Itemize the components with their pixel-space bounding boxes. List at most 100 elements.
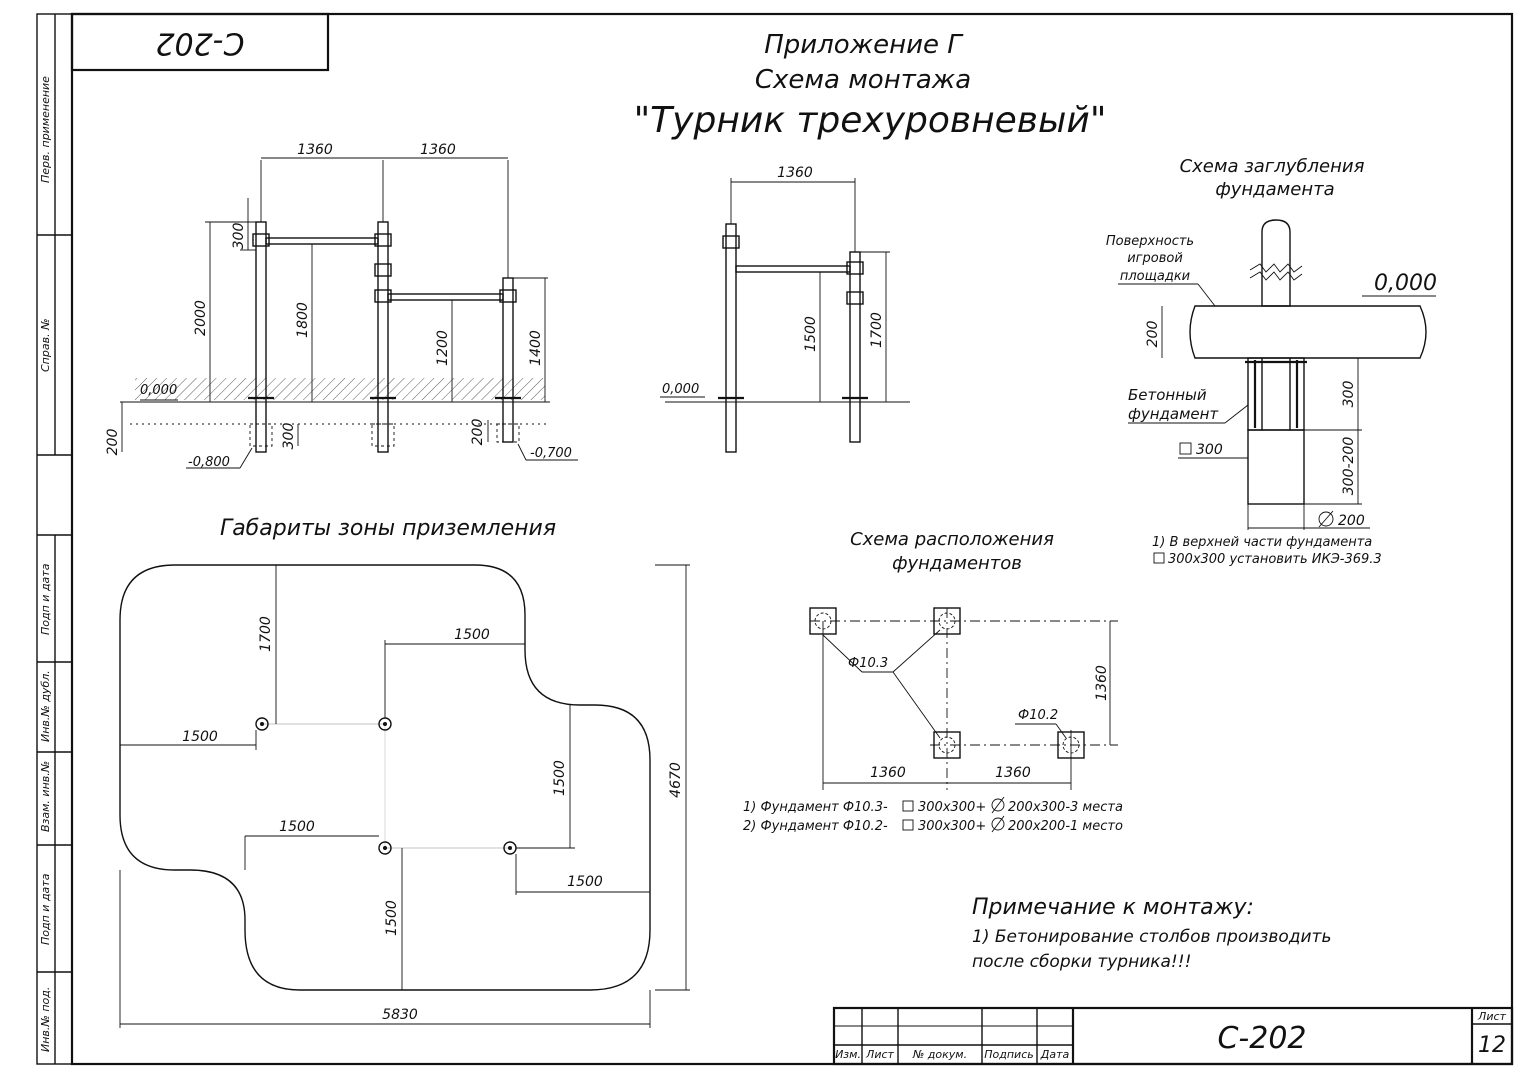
front-dim-1200: 1200 (435, 330, 451, 366)
assembly-note: Примечание к монтажу: 1) Бетонирование с… (972, 895, 1331, 972)
doc-code-rotated: С-202 (155, 26, 244, 61)
landing-dim-1500-top: 1500 (454, 627, 490, 643)
tb-h-dokum: № докум. (912, 1048, 967, 1061)
front-level-zero: 0,000 (140, 383, 177, 398)
assembly-note-line2: после сборки турника!!! (972, 952, 1191, 972)
layout-note1-c: 200х300-3 места (1008, 800, 1123, 815)
side-dim-1700: 1700 (869, 312, 885, 348)
title-block: Изм. Лист № докум. Подпись Дата С-202 Ли… (832, 1006, 1514, 1066)
depth-surface-slab (1189, 305, 1427, 359)
layout-label-f102: Ф10.2 (1018, 708, 1058, 723)
stamp-podp-data-1: Подп и дата (39, 563, 52, 635)
layout-note1-b: 300х300+ (918, 800, 986, 815)
landing-dim-1500-bottom-right: 1500 (567, 874, 603, 890)
foundation-f102 (1057, 731, 1085, 759)
depth-surface-l3: площадки (1120, 269, 1190, 284)
landing-dim-1700: 1700 (258, 616, 274, 652)
depth-surface-l1: Поверхность (1106, 234, 1194, 249)
tb-h-izm: Изм. (835, 1048, 861, 1061)
tb-code: С-202 (1217, 1021, 1306, 1056)
assembly-note-line1: 1) Бетонирование столбов производить (972, 927, 1331, 947)
layout-note2-c: 200х200-1 место (1008, 819, 1123, 834)
depth-concrete-bottom (1247, 429, 1305, 505)
title-line3: "Турник трехуровневый" (634, 100, 1107, 141)
layout-dim-1360-h1: 1360 (870, 765, 906, 781)
landing-dim-4670: 4670 (668, 762, 684, 798)
tb-sheet-no: 12 (1478, 1033, 1506, 1058)
landing-dim-1500-mid-left: 1500 (279, 819, 315, 835)
stamp-perv-primenenie: Перв. применение (39, 76, 52, 183)
front-level-minus-700: -0,700 (530, 446, 572, 461)
depth-title-l1: Схема заглубления (1180, 156, 1365, 177)
front-dim-1400: 1400 (528, 330, 544, 366)
side-bar (735, 265, 851, 273)
front-level-minus-800: -0,800 (188, 455, 230, 470)
depth-diam-200: 200 (1338, 513, 1365, 529)
stamp-vzam-inv: Взам. инв.№ (39, 761, 52, 832)
layout-note2-b: 300х300+ (918, 819, 986, 834)
assembly-note-title: Примечание к монтажу: (972, 895, 1254, 920)
front-dim-300-bottom: 300 (281, 423, 297, 450)
layout-note2-a: 2) Фундамент Ф10.2- (743, 819, 888, 834)
side-level-zero: 0,000 (662, 382, 699, 397)
landing-outline (119, 564, 651, 991)
depth-note-l2: 300х300 установить ИКЭ-369.3 (1168, 552, 1382, 567)
landing-zone: Габариты зоны приземления 1700 1500 1500… (119, 516, 690, 1028)
front-bar-low (387, 293, 504, 301)
depth-scheme: Схема заглубления фундамента Поверхность… (1106, 156, 1437, 567)
foundation-f103-1 (809, 607, 837, 635)
front-post-1 (255, 221, 267, 453)
front-ground-hatch (135, 378, 545, 400)
side-stamp: Перв. применение Справ. № Подп и дата Ин… (39, 76, 52, 1052)
sheet-frame (36, 12, 1514, 1066)
front-dim-1360-left: 1360 (297, 142, 333, 158)
depth-dim-300-200: 300-200 (1341, 437, 1357, 496)
stamp-inv-pod: Инв.№ под. (39, 987, 52, 1052)
layout-title-l2: фундаментов (892, 553, 1022, 574)
tb-sheet-label: Лист (1477, 1010, 1506, 1023)
front-bar-high (265, 237, 379, 245)
depth-dim-200: 200 (1145, 321, 1161, 348)
foundation-f103-3 (933, 731, 961, 759)
depth-concrete-top (1247, 357, 1305, 431)
front-dim-300-top: 300 (231, 223, 247, 250)
layout-dim-1360-v: 1360 (1094, 665, 1110, 701)
layout-title-l1: Схема расположения (850, 529, 1054, 550)
side-dim-1500: 1500 (803, 316, 819, 352)
landing-dim-5830: 5830 (382, 1007, 418, 1023)
front-dim-200-left: 200 (105, 429, 121, 456)
landing-dim-1500-v-bottom: 1500 (384, 900, 400, 936)
layout-label-f103: Ф10.3 (848, 656, 888, 671)
depth-level-zero: 0,000 (1374, 271, 1437, 296)
front-dim-200-right: 200 (470, 419, 486, 446)
landing-dim-1500-left: 1500 (182, 729, 218, 745)
title-block-top: Приложение Г Схема монтажа "Турник треху… (634, 30, 1107, 141)
front-dim-1800: 1800 (295, 302, 311, 338)
stamp-podp-data-2: Подп и дата (39, 873, 52, 945)
stamp-inv-dubl: Инв.№ дубл. (39, 670, 52, 742)
depth-dim-300: 300 (1341, 381, 1357, 408)
front-dim-1360-right: 1360 (420, 142, 456, 158)
front-dim-2000: 2000 (193, 300, 209, 336)
side-view: 1360 1500 1700 0,000 (660, 165, 910, 453)
depth-post (1261, 219, 1291, 307)
foundation-layout: Схема расположения фундаментов Ф10.3 Ф10… (743, 529, 1123, 834)
landing-dim-1500-v-right: 1500 (552, 760, 568, 796)
tb-h-list: Лист (865, 1048, 894, 1061)
depth-title-l2: фундамента (1215, 179, 1334, 200)
foundation-f103-2 (933, 607, 961, 635)
stamp-sprav-no: Справ. № (39, 318, 52, 372)
depth-concrete-l1: Бетонный (1128, 386, 1207, 404)
layout-dim-1360-h2: 1360 (995, 765, 1031, 781)
depth-concrete-l2: фундамент (1128, 405, 1219, 423)
landing-title: Габариты зоны приземления (220, 516, 556, 541)
title-line1: Приложение Г (764, 30, 964, 60)
doc-code-box: С-202 (70, 12, 330, 72)
depth-note-l1: 1) В верхней части фундамента (1152, 535, 1372, 550)
front-view: 1360 1360 300 2000 1800 1200 1400 0,000 … (105, 142, 578, 470)
front-post-2 (377, 221, 389, 453)
layout-note1-a: 1) Фундамент Ф10.3- (743, 800, 888, 815)
side-post-left (725, 223, 737, 453)
title-line2: Схема монтажа (755, 65, 971, 95)
